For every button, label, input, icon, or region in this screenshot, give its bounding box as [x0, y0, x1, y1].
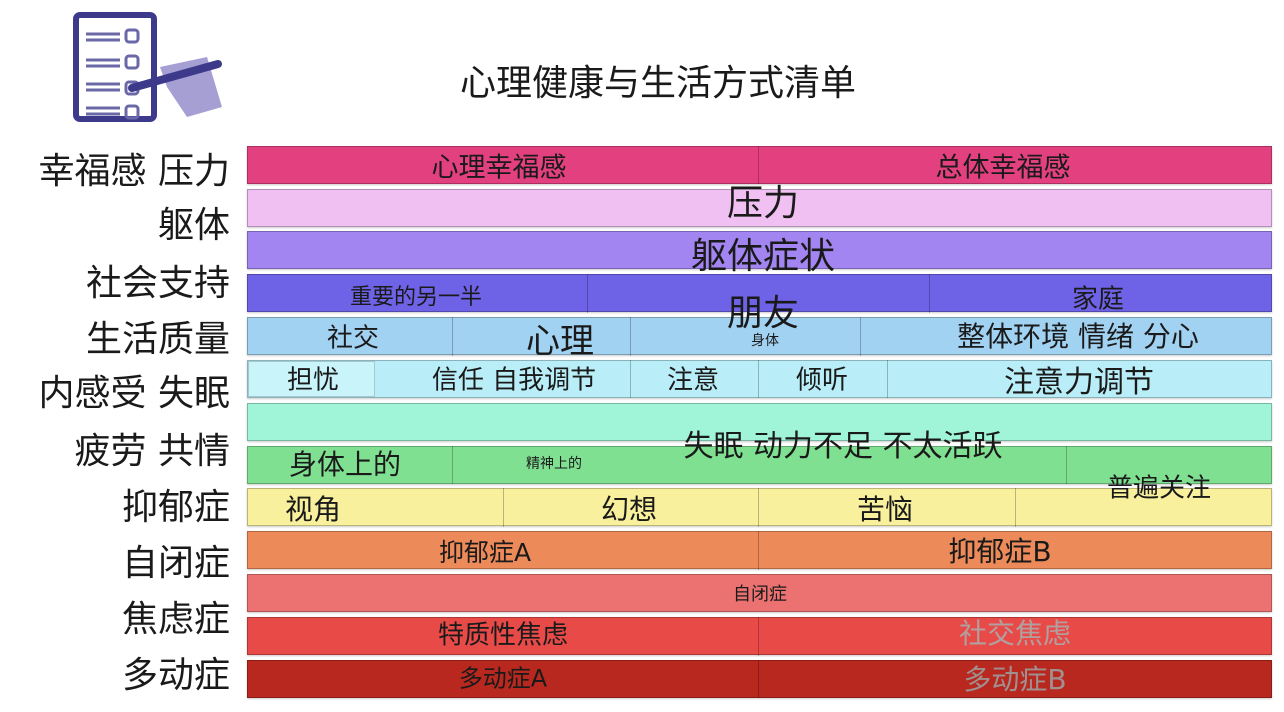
cell-mental-fatigue: 精神上的 — [526, 456, 582, 472]
checklist-icon — [73, 12, 222, 122]
divider — [929, 274, 930, 313]
divider — [758, 360, 759, 398]
divider — [630, 317, 631, 356]
cell-trait-anxiety: 特质性焦虑 — [437, 620, 569, 651]
divider — [758, 660, 759, 698]
cell-environment: 整体环境 情绪 分心 — [957, 320, 1199, 353]
cell-trust-self-regulation: 信任 自我调节 — [431, 365, 597, 396]
cell-autism: 自闭症 — [733, 584, 787, 605]
row-band — [247, 617, 1272, 655]
cell-noticing: 注意 — [666, 365, 720, 396]
cell-adhd-b: 多动症B — [963, 663, 1067, 696]
cell-friends: 朋友 — [726, 293, 800, 334]
cell-insomnia: 失眠 动力不足 不太活跃 — [683, 429, 1003, 464]
row-band — [247, 274, 1272, 312]
cell-attention-regulation: 注意力调节 — [1004, 365, 1154, 400]
cell-perspective: 视角 — [284, 493, 342, 526]
divider — [758, 146, 759, 184]
divider — [758, 617, 759, 656]
cell-worry: 担忧 — [286, 365, 340, 396]
row-band — [247, 231, 1272, 269]
row-label: 幸福感 压力 — [38, 151, 230, 192]
row-band — [247, 446, 1272, 484]
row-band — [247, 360, 1272, 398]
row-band — [247, 189, 1272, 227]
divider — [860, 317, 861, 356]
cell-overall-wellbeing: 总体幸福感 — [935, 152, 1071, 184]
cell-psych-wellbeing: 心理幸福感 — [431, 152, 567, 184]
row-label: 自闭症 — [121, 543, 230, 584]
cell-physical-fatigue: 身体上的 — [288, 448, 402, 481]
divider — [452, 446, 453, 484]
cell-general-concern: 普遍关注 — [1106, 473, 1212, 504]
cell-psychological: 心理 — [526, 321, 594, 362]
cell-distress: 苦恼 — [856, 493, 914, 526]
divider — [1066, 446, 1067, 484]
cell-stress: 压力 — [726, 183, 800, 224]
cell-listening: 倾听 — [795, 365, 849, 396]
page-title: 心理健康与生活方式清单 — [459, 63, 857, 104]
divider — [758, 488, 759, 527]
row-band — [247, 317, 1272, 355]
row-band — [247, 403, 1272, 441]
row-label: 生活质量 — [85, 319, 230, 360]
cell-box — [248, 361, 375, 397]
row-band — [247, 146, 1272, 184]
row-band — [247, 660, 1272, 698]
row-label: 焦虑症 — [121, 599, 230, 640]
cell-social-anxiety: 社交焦虑 — [958, 617, 1072, 650]
cell-family: 家庭 — [1071, 284, 1125, 315]
divider — [1015, 488, 1016, 527]
cell-depression-b: 抑郁症B — [948, 535, 1052, 568]
row-label: 内感受 失眠 — [38, 373, 230, 414]
row-label: 社会支持 — [85, 263, 230, 304]
cell-depression-a: 抑郁症A — [438, 538, 532, 567]
row-label: 疲劳 共情 — [74, 431, 230, 472]
row-band — [247, 488, 1272, 526]
divider — [503, 488, 504, 527]
divider — [587, 274, 588, 313]
divider — [887, 360, 888, 398]
cell-social: 社交 — [326, 323, 380, 354]
cell-somatic-symptoms: 躯体症状 — [690, 236, 836, 277]
cell-physical: 身体 — [751, 333, 779, 349]
cell-significant-other: 重要的另一半 — [349, 285, 483, 310]
divider — [758, 531, 759, 570]
row-label: 抑郁症 — [121, 487, 230, 528]
row-label: 多动症 — [121, 655, 230, 696]
divider — [630, 360, 631, 398]
cell-adhd-a: 多动症A — [458, 664, 548, 693]
row-band — [247, 531, 1272, 569]
row-band — [247, 574, 1272, 612]
row-label: 躯体 — [157, 205, 230, 246]
divider — [452, 317, 453, 356]
cell-fantasy: 幻想 — [600, 493, 658, 526]
